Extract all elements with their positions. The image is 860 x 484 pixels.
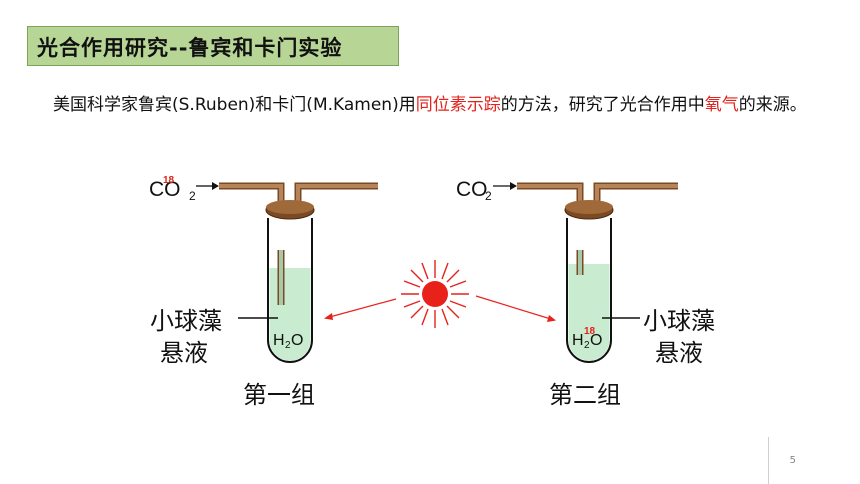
para-text-1: 美国科学家鲁宾(S.Ruben)和卡门(M.Kamen)用 (53, 95, 416, 115)
right-apparatus: CO 2 H 2 O 18 小球藻 悬液 第二组 (456, 178, 715, 409)
para-text-3: 的来源。 (738, 95, 807, 115)
left-gas-arrowhead (212, 182, 219, 190)
light-ray-right (475, 295, 555, 321)
highlight-isotope-tracing: 同位素示踪 (415, 95, 501, 115)
page-number: 5 (789, 455, 796, 466)
left-water-o: O (291, 332, 303, 349)
left-label-line1: 小球藻 (150, 308, 222, 335)
left-water-h: H (273, 332, 285, 349)
right-label-line2: 悬液 (655, 340, 703, 367)
right-gas-arrowhead (510, 182, 517, 190)
light-ray-right-head (547, 315, 556, 322)
right-water-o: O (590, 332, 602, 349)
right-gas-base: CO (456, 178, 488, 201)
left-apparatus: CO 18 2 H 2 O 小球藻 悬液 第一组 (149, 175, 378, 409)
group2-label: 第二组 (549, 382, 621, 409)
intro-paragraph: 美国科学家鲁宾(S.Ruben)和卡门(M.Kamen)用同位素示踪的方法，研究… (53, 88, 813, 123)
right-water-h: H (572, 332, 584, 349)
left-gas-base: CO (149, 178, 181, 201)
left-gas-isotope: 18 (163, 175, 175, 186)
divider-line (768, 437, 769, 484)
right-liquid (568, 264, 610, 361)
light-ray-left (325, 298, 397, 319)
right-water-subscript: 2 (584, 340, 590, 351)
group1-label: 第一组 (243, 382, 315, 409)
sun-icon (401, 260, 469, 328)
para-text-2: 的方法，研究了光合作用中 (500, 95, 705, 115)
slide-title: 光合作用研究--鲁宾和卡门实验 (37, 36, 343, 60)
slide-title-box: 光合作用研究--鲁宾和卡门实验 (27, 26, 399, 66)
right-label-line1: 小球藻 (643, 308, 715, 335)
right-water-isotope: 18 (584, 326, 596, 337)
right-gas-subscript: 2 (485, 189, 492, 203)
left-label-line2: 悬液 (160, 340, 208, 367)
left-gas-subscript: 2 (189, 189, 196, 203)
light-ray-left-head (324, 313, 333, 320)
left-water-subscript: 2 (285, 340, 291, 351)
highlight-oxygen: 氧气 (704, 95, 739, 115)
